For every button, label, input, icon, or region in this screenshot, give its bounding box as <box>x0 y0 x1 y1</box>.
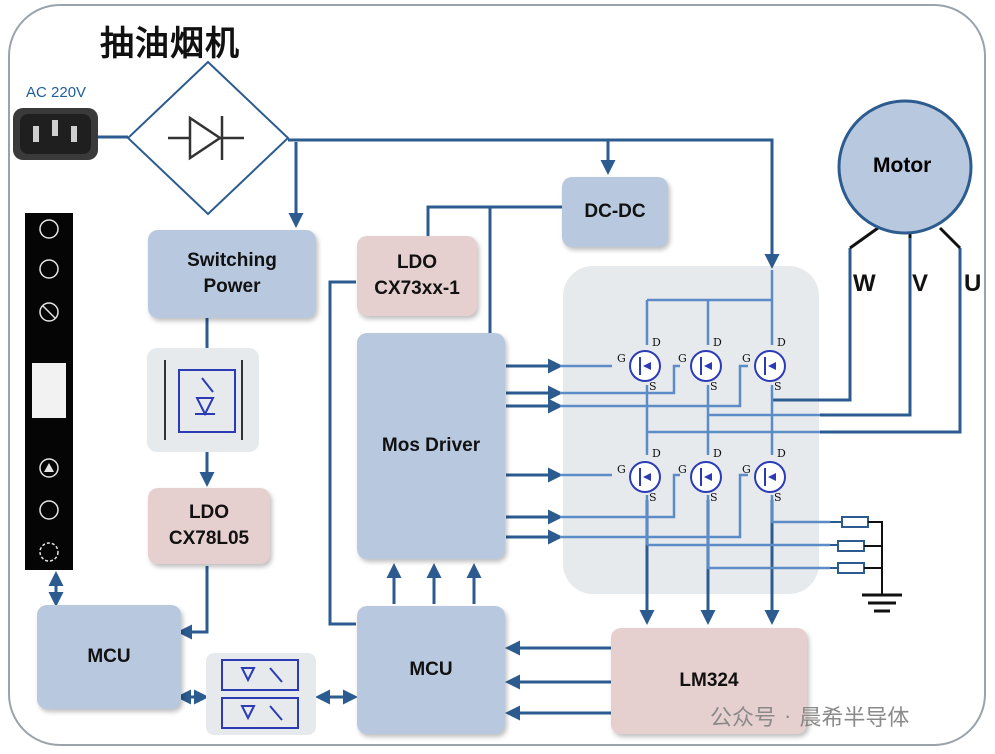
mosfet-source-label: S <box>649 380 657 393</box>
motor-icon <box>837 99 973 235</box>
mosfet-source-label: S <box>774 491 782 504</box>
phase-w-label: W <box>853 270 876 297</box>
lm324-label: LM324 <box>679 670 739 691</box>
outer-frame <box>8 4 986 746</box>
mosfet-icon: G D S <box>678 336 722 393</box>
mcu-left-block: MCU <box>37 605 181 709</box>
mosfet-gate-label: G <box>678 463 687 476</box>
mcu-center-label: MCU <box>409 659 453 680</box>
phase-v-label: V <box>912 270 929 297</box>
control-panel-icon <box>25 213 73 570</box>
watermark-account-label: 公众号 <box>710 705 777 730</box>
mosfet-gate-label: G <box>617 463 626 476</box>
mosfet-source-label: S <box>710 491 718 504</box>
mosfet-drain-label: D <box>777 336 786 349</box>
mosfet-icon: G D S <box>742 336 786 393</box>
mosfet-source-label: S <box>649 491 657 504</box>
mosfet-drain-label: D <box>713 447 722 460</box>
mosfet-icon: G D S <box>678 447 722 504</box>
mosfet-source-label: S <box>710 380 718 393</box>
dc-dc-block: DC-DC <box>562 177 668 247</box>
inverter-bridge-panel <box>563 266 819 594</box>
ground-icon <box>862 593 902 613</box>
switching-power-label-2: Power <box>203 276 261 297</box>
ldo-cx78l05-block: LDO CX78L05 <box>148 488 270 564</box>
watermark-name: 晨希半导体 <box>799 705 910 730</box>
watermark: 公众号 · 晨希半导体 <box>668 700 909 732</box>
watermark-separator: · <box>784 703 792 728</box>
mcu-center-block: MCU <box>357 606 505 734</box>
dc-dc-label: DC-DC <box>584 201 646 222</box>
diagram-title: 抽油烟机 <box>100 24 240 64</box>
ac-label: AC 220V <box>26 84 87 101</box>
ldo-cx73-block: LDO CX73xx-1 <box>357 236 477 316</box>
mosfet-gate-label: G <box>742 463 751 476</box>
mosfet-icon: G D S <box>617 447 661 504</box>
ac-socket-icon <box>13 108 98 160</box>
mosfet-drain-label: D <box>652 336 661 349</box>
ldo-top-label-1: LDO <box>396 252 438 273</box>
mosfet-drain-label: D <box>777 447 786 460</box>
mosfet-drain-label: D <box>652 447 661 460</box>
shunt-resistors-icon <box>830 516 883 594</box>
mosfet-gate-label: G <box>678 352 687 365</box>
motor-label: Motor <box>873 154 932 177</box>
mcu-left-label: MCU <box>87 646 131 667</box>
phase-u-label: U <box>964 270 982 297</box>
mos-driver-block: Mos Driver <box>357 333 505 559</box>
mosfet-icons: G D S G D S G D S G D S G D S G D S <box>617 336 786 504</box>
mosfet-icon: G D S <box>617 336 661 393</box>
ldo-left-label-2: CX78L05 <box>168 528 250 549</box>
mos-driver-label: Mos Driver <box>381 435 481 456</box>
ldo-left-label-1: LDO <box>188 502 230 523</box>
mosfet-source-label: S <box>774 380 782 393</box>
switching-power-block: Switching Power <box>148 230 316 318</box>
mosfet-gate-label: G <box>617 352 626 365</box>
mosfet-drain-label: D <box>713 336 722 349</box>
mosfet-icon: G D S <box>742 447 786 504</box>
optocoupler-icon-top <box>147 348 259 452</box>
mosfet-gate-label: G <box>742 352 751 365</box>
optocoupler-icon-bottom <box>206 653 316 735</box>
ldo-top-label-2: CX73xx-1 <box>374 278 460 299</box>
rectifier-diode-icon <box>126 60 290 216</box>
switching-power-label-1: Switching <box>187 250 277 271</box>
lm324-block: LM324 <box>611 628 807 734</box>
